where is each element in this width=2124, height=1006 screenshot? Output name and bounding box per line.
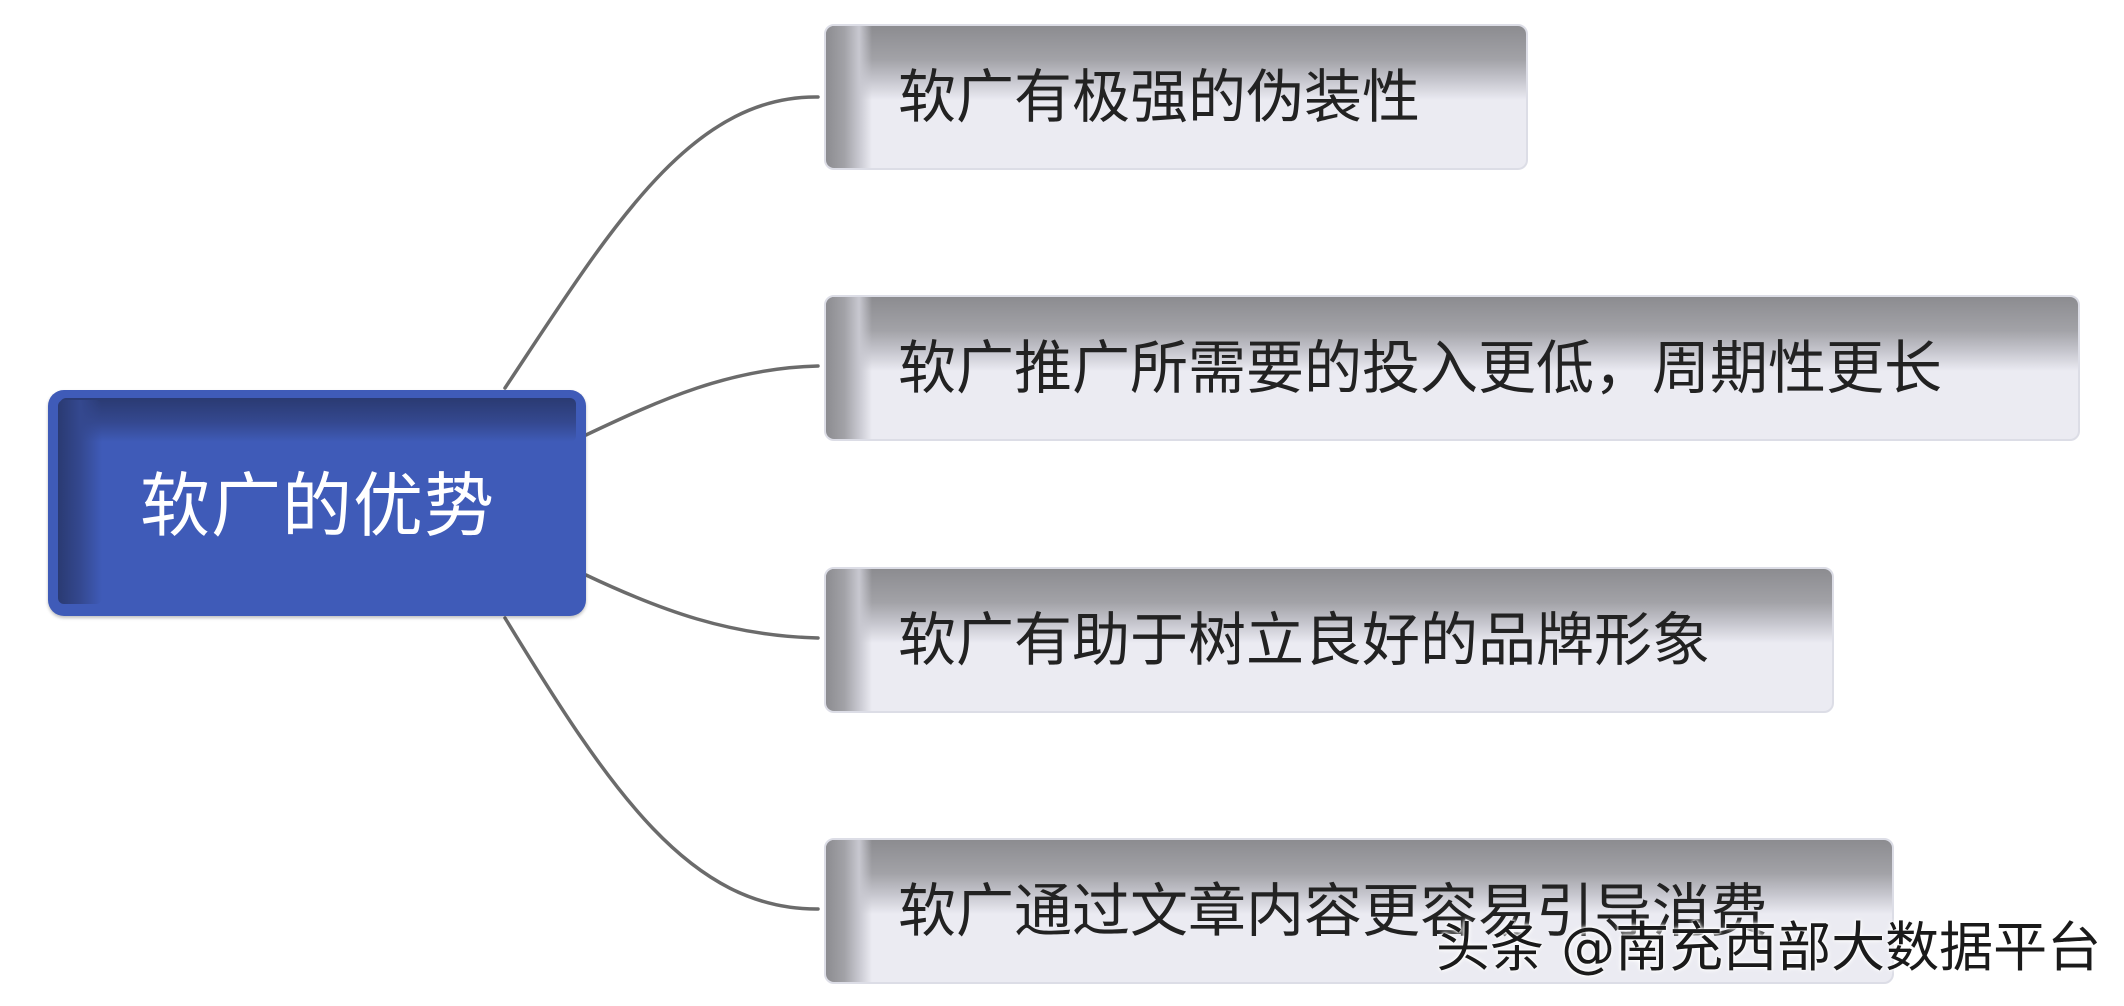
branch-topic-3[interactable]: 软广有助于树立良好的品牌形象 [824, 567, 1834, 713]
branch-topic-1[interactable]: 软广有极强的伪装性 [824, 24, 1528, 170]
branch-topic-label: 软广通过文章内容更容易引导消费 [898, 877, 1769, 945]
branch-topic-label: 软广有极强的伪装性 [898, 63, 1421, 131]
branch-topic-label: 软广推广所需要的投入更低，周期性更长 [898, 334, 1943, 402]
connector-line-4 [503, 616, 820, 911]
central-topic[interactable]: 软广的优势 [48, 390, 586, 616]
watermark-text: 头条 @南充西部大数据平台 [1436, 916, 2102, 979]
connector-line-3 [584, 573, 820, 640]
connector-line-1 [503, 95, 820, 390]
central-topic-label: 软广的优势 [140, 465, 495, 547]
connector-line-2 [584, 364, 820, 437]
branch-topic-2[interactable]: 软广推广所需要的投入更低，周期性更长 [824, 295, 2080, 441]
branch-topic-label: 软广有助于树立良好的品牌形象 [898, 606, 1711, 674]
branch-topic-4[interactable]: 软广通过文章内容更容易引导消费 [824, 838, 1894, 984]
